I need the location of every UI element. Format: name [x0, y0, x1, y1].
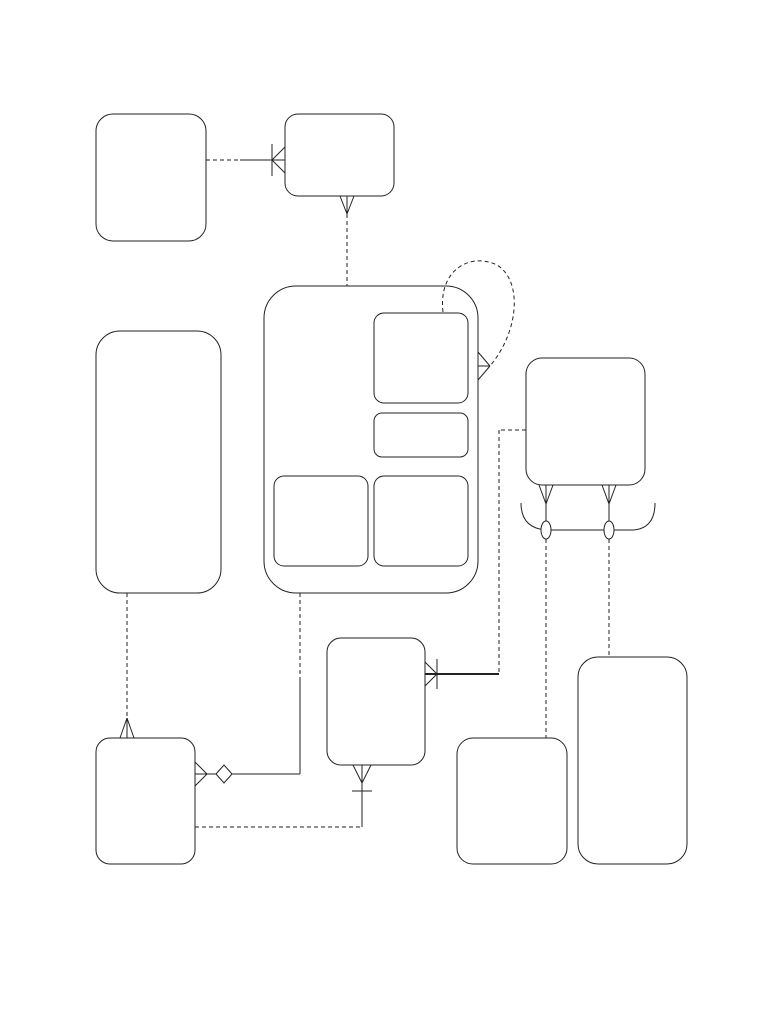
subtype-middle[interactable] — [373, 412, 469, 458]
relationship-topcenter-supertype — [339, 195, 355, 286]
entity-right-upper[interactable] — [525, 357, 646, 486]
relationship-topleft-topcenter — [206, 144, 286, 176]
relationship-supertype-recursive — [442, 260, 515, 381]
entity-bottom-right[interactable] — [577, 656, 688, 865]
entity-bottom-middle[interactable] — [456, 737, 568, 865]
entity-top-left[interactable] — [95, 113, 207, 242]
relationship-lefttall-bottomleft — [119, 593, 135, 739]
subtype-bottom-left[interactable] — [273, 475, 369, 567]
relationship-rightupper-bottommiddle — [538, 484, 554, 738]
entity-top-center[interactable] — [284, 113, 395, 197]
relationship-supertype-bottomleft — [194, 593, 301, 787]
relationship-rightupper-bottomright — [601, 484, 617, 657]
entity-bottom-left[interactable] — [95, 737, 196, 865]
subtype-bottom-right[interactable] — [373, 475, 469, 567]
subtype-top[interactable] — [373, 312, 469, 404]
relationship-rightupper-centerlower — [424, 429, 526, 689]
entity-center-lower[interactable] — [326, 637, 426, 766]
entity-left-tall[interactable] — [95, 330, 222, 594]
relationship-bottomleft-centerlower — [195, 764, 372, 828]
exclusive-arc — [520, 502, 656, 531]
